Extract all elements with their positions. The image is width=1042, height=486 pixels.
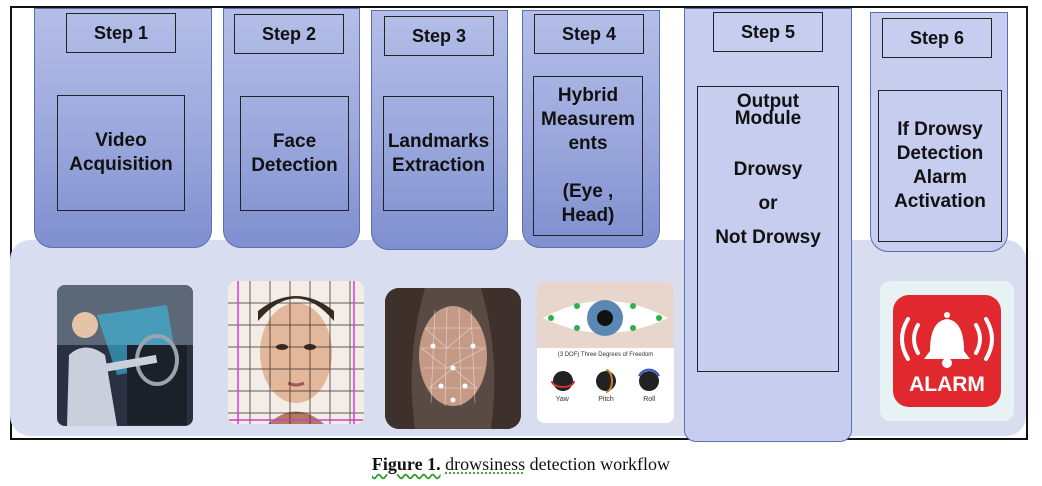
step-6-box: If Drowsy Detection Alarm Activation [878, 90, 1002, 242]
step-2-box: Face Detection [240, 96, 349, 211]
step-2-column [223, 8, 360, 248]
step-4-label: Step 4 [534, 14, 644, 54]
alarm-text: ALARM [909, 373, 985, 396]
bell-icon [900, 312, 994, 368]
step-3-box: Landmarks Extraction [383, 96, 494, 211]
gaze-caption: (3 DOF) Three Degrees of Freedom [557, 352, 654, 358]
step-5-label: Step 5 [713, 12, 823, 52]
step-4-column [522, 10, 660, 248]
step-3-label: Step 3 [384, 16, 494, 56]
pitch-head-icon [595, 369, 616, 393]
caption-text: detection workflow [525, 454, 671, 474]
yaw-label: Yaw [555, 396, 569, 403]
figure-number: Figure 1. [371, 454, 441, 474]
pitch-label: Pitch [598, 396, 614, 403]
roll-head-icon [637, 368, 660, 391]
figure-caption: Figure 1. drowsiness detection workflow [0, 454, 1042, 475]
alarm-image: ALARM [880, 281, 1014, 421]
roll-label: Roll [643, 396, 656, 403]
step-6-column [870, 12, 1008, 252]
step-1-box: Video Acquisition [57, 95, 185, 211]
step-5-column [684, 8, 852, 442]
caption-word: drowsiness [445, 454, 526, 474]
step-4-box: Hybrid Measurem ents (Eye , Head) [533, 76, 643, 236]
face-grid-photo [228, 281, 364, 424]
yaw-head-icon [550, 371, 575, 391]
driver-photo [57, 285, 193, 426]
face-mesh-photo [385, 288, 521, 429]
step-5-box: Output Module Drowsy or Not Drowsy [697, 86, 839, 372]
step-1-label: Step 1 [66, 13, 176, 53]
step-2-label: Step 2 [234, 14, 344, 54]
step-6-label: Step 6 [882, 18, 992, 58]
step-1-column [34, 8, 212, 248]
eye-head-photo: (3 DOF) Three Degrees of Freedom Yaw Pit… [537, 282, 674, 423]
